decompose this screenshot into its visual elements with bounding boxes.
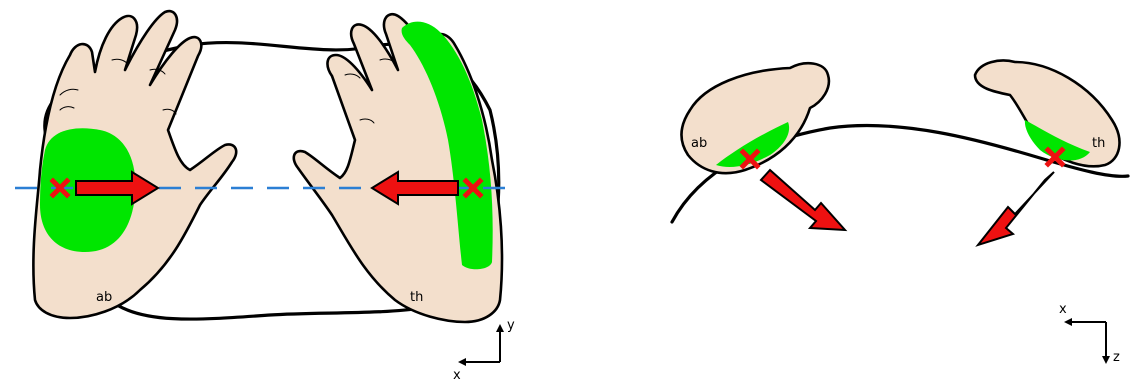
side-left-hand-label: ab [691, 136, 707, 151]
right-hand [294, 14, 502, 322]
side-view: ab th x z [672, 61, 1128, 365]
side-left-hand: ab [681, 63, 845, 230]
front-y-axis-label: y [507, 318, 515, 333]
right-hand-label: th [410, 290, 423, 305]
front-x-axis-label: x [453, 368, 461, 381]
side-right-hand-label: th [1092, 136, 1105, 151]
side-right-hand: th [975, 61, 1119, 245]
front-axes-indicator: y x [453, 318, 515, 381]
side-axes-indicator: x z [1059, 302, 1120, 365]
left-hand [33, 11, 236, 318]
side-right-force-arrow [978, 172, 1054, 245]
side-x-axis-label: x [1059, 302, 1067, 317]
front-view: ab th y x [15, 11, 515, 381]
side-left-force-arrow [761, 170, 845, 230]
side-z-axis-label: z [1113, 350, 1120, 365]
left-hand-label: ab [96, 290, 112, 305]
